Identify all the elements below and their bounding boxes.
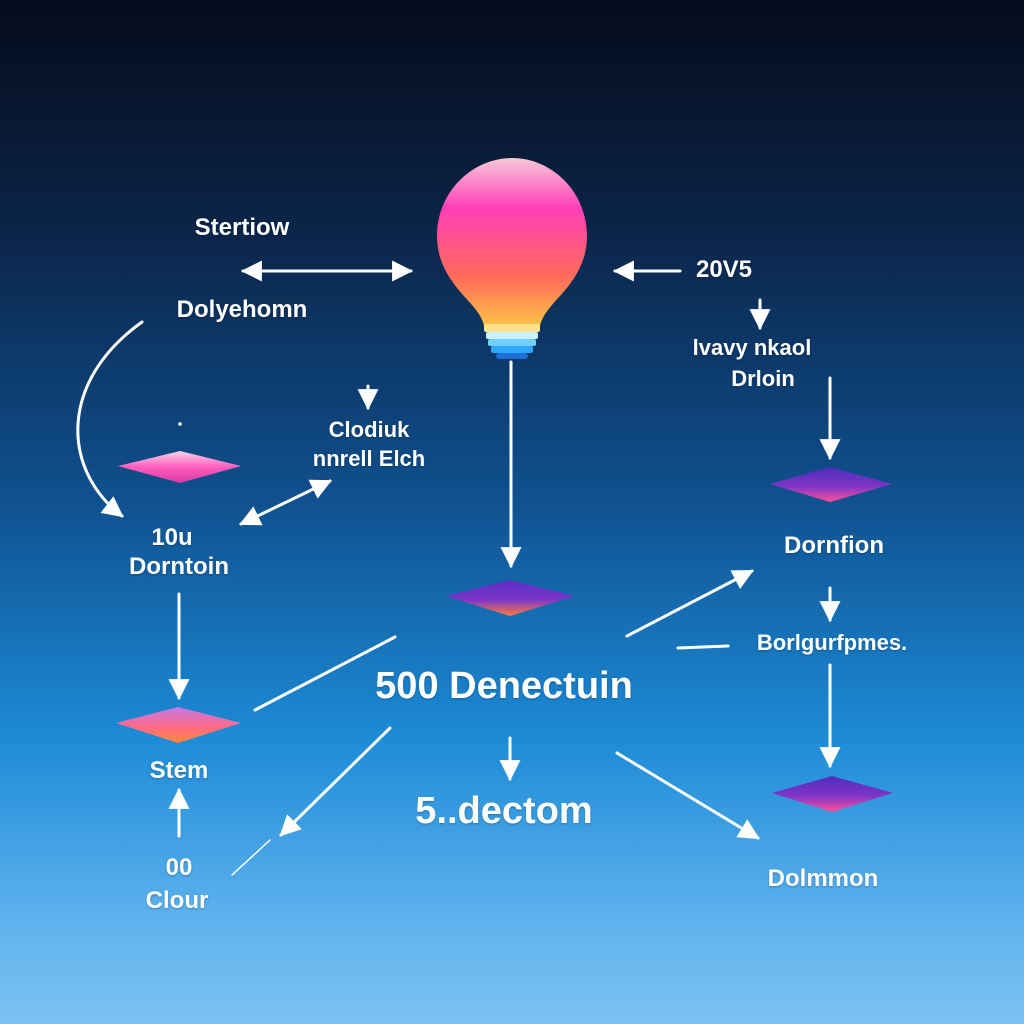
diamond-node-pink	[118, 451, 241, 483]
label-lvavy-line1: lvavy nkaol	[692, 335, 812, 360]
line-center-to-left	[253, 635, 397, 712]
label-dornfion: Dornfion	[784, 532, 884, 559]
label-clour-line1: 00	[165, 854, 193, 881]
line-borlg-stub	[676, 644, 730, 650]
line-clour-stub	[231, 839, 271, 876]
light-bulb-icon	[437, 158, 587, 359]
label-dolyehomn: Dolyehomn	[176, 296, 308, 323]
label-left-mid-line1: 10u	[151, 524, 193, 551]
diamond-node-right-bottom	[772, 776, 893, 812]
label-year: 20V5	[695, 256, 753, 283]
diamond-node-center	[446, 580, 575, 616]
label-stem: Stem	[149, 757, 209, 784]
arrow-curve-left	[76, 320, 144, 518]
label-dolmmon: Dolmmon	[767, 865, 879, 892]
arrow-center-to-dolmmon	[615, 751, 760, 840]
small-dot	[178, 422, 182, 426]
label-left-mid-line2: Dorntoin	[129, 553, 229, 580]
arrow-center-to-left-bottom	[279, 726, 392, 837]
arrows	[76, 260, 841, 876]
diamond-node-right-top	[770, 467, 892, 502]
diamond-node-left-bottom	[116, 707, 241, 743]
arrow-center-to-dornfion	[625, 569, 754, 638]
label-center-sub: 5..dectom	[415, 790, 593, 832]
label-stertiow: Stertiow	[194, 214, 290, 241]
arrow-clodiuk-diagonal	[239, 479, 332, 526]
label-borlgurfpmes: Borlgurfpmes.	[756, 630, 908, 655]
label-clour-line2: Clour	[145, 887, 209, 914]
label-clodiuk-line2: nnrell Elch	[312, 446, 426, 471]
label-lvavy-line2: Drloin	[731, 366, 795, 391]
label-center-main: 500 Denectuin	[375, 665, 633, 707]
label-clodiuk-line1: Clodiuk	[328, 417, 410, 442]
